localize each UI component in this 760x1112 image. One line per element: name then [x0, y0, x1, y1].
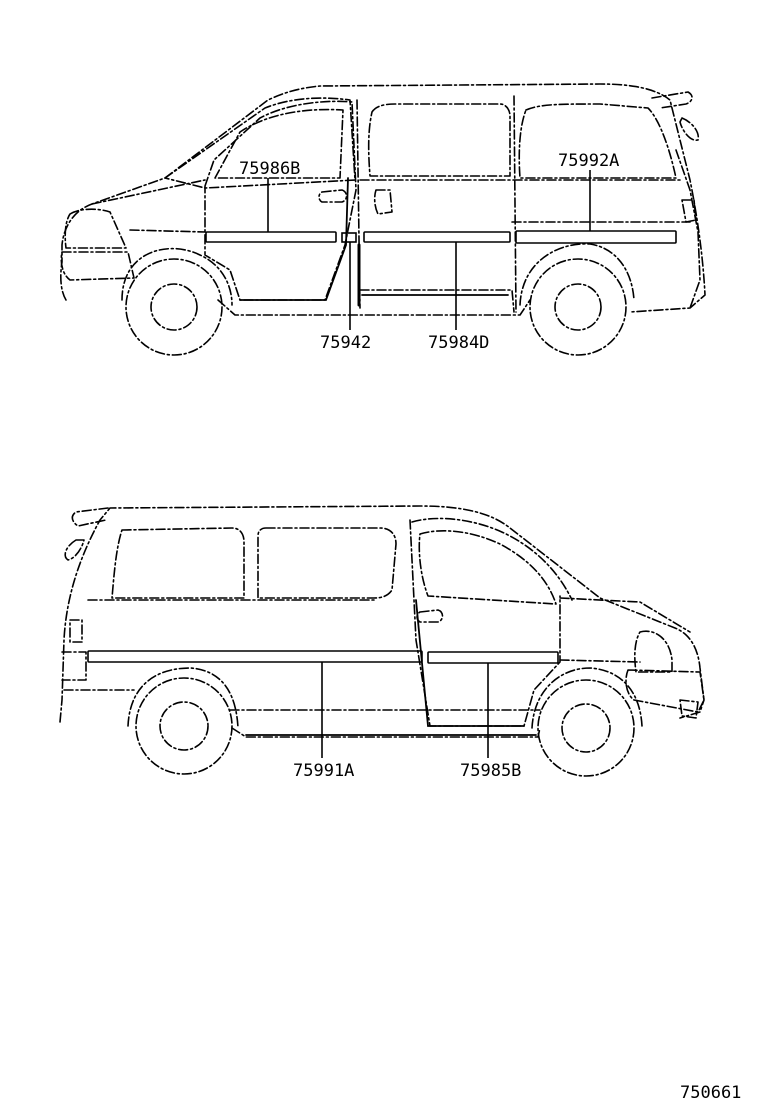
van-top-c-pillar	[513, 95, 517, 313]
label-75984d: 75984D	[428, 333, 489, 353]
van-bottom-front-arch	[531, 667, 643, 729]
label-75991a: 75991A	[293, 761, 354, 781]
van-bottom-rear-arch	[127, 667, 239, 729]
van-bottom-rear-block	[69, 619, 83, 643]
van-top-rear-rim	[554, 283, 602, 331]
van-top-front-door	[204, 100, 357, 301]
molding-75985b	[427, 651, 559, 664]
van-bottom-front-lip	[679, 699, 699, 719]
van-bottom-body-outline	[59, 505, 705, 723]
van-bottom-rocker	[231, 727, 541, 738]
molding-75986b	[205, 231, 337, 243]
van-bottom-b-pillar	[409, 519, 561, 727]
van-bottom-rear-tire	[135, 677, 233, 775]
van-bottom-rear-rim	[159, 701, 209, 751]
van-top-sliding-door-bottom	[359, 289, 515, 313]
van-top-rear-tire	[529, 258, 627, 356]
van-bottom-front-window-frame	[411, 517, 573, 601]
molding-75942	[341, 232, 357, 243]
van-bottom-front-rim	[561, 703, 611, 753]
van-top-rocker	[217, 299, 531, 316]
molding-75992a	[515, 230, 677, 244]
label-75985b: 75985B	[460, 761, 521, 781]
van-bottom-rear-window	[111, 527, 245, 599]
van-top-front-tire	[125, 258, 223, 356]
van-bottom-middle-window	[257, 527, 397, 599]
label-75986b: 75986B	[239, 159, 300, 179]
molding-75984d	[363, 231, 511, 243]
van-top-front-arch	[121, 247, 233, 306]
van-top-rear-lamp	[679, 117, 700, 141]
van-bottom-door-handle	[416, 609, 444, 623]
van-top-headlight	[64, 208, 127, 249]
figure-number: 750661	[680, 1083, 741, 1103]
van-bottom-front-window	[418, 530, 557, 605]
van-bottom-headlight	[634, 630, 673, 673]
van-top-door-edge-solid	[239, 177, 349, 301]
van-top-windshield	[164, 97, 356, 189]
molding-75991a	[87, 650, 423, 663]
van-top-view: 75986B 75992A 75942 75984D	[60, 83, 706, 356]
van-top-rear-window	[518, 103, 677, 179]
van-bottom-front-tire	[537, 679, 635, 777]
van-bottom-door-edge-solid	[415, 599, 525, 727]
van-top-rear-end	[675, 149, 701, 309]
van-top-character-line	[129, 221, 691, 233]
van-top-hood	[91, 179, 206, 205]
van-top-sliding-handle	[373, 189, 393, 215]
van-top-front-rim	[150, 283, 198, 331]
van-top-sliding-window	[367, 103, 511, 177]
van-top-rear-spoiler	[651, 91, 693, 109]
van-top-tail-block	[681, 199, 697, 223]
van-top-body-outline	[60, 83, 706, 313]
van-bottom-front-bumper	[625, 669, 705, 713]
label-75992a: 75992A	[558, 151, 619, 171]
van-bottom-rear-spoiler	[71, 507, 109, 527]
van-bottom-lower-line	[63, 659, 641, 711]
van-bottom-rear-bumper	[61, 651, 87, 681]
van-top-front-bumper	[60, 251, 135, 281]
van-bottom-rear-lamp	[64, 539, 85, 561]
van-top-front-door-handle	[318, 189, 348, 203]
van-bottom-hood	[559, 597, 691, 633]
van-top-rear-arch	[519, 243, 635, 306]
van-bottom-view: 75991A 75985B	[59, 505, 705, 781]
van-top-front-door-window	[214, 108, 344, 179]
label-75942: 75942	[320, 333, 371, 353]
